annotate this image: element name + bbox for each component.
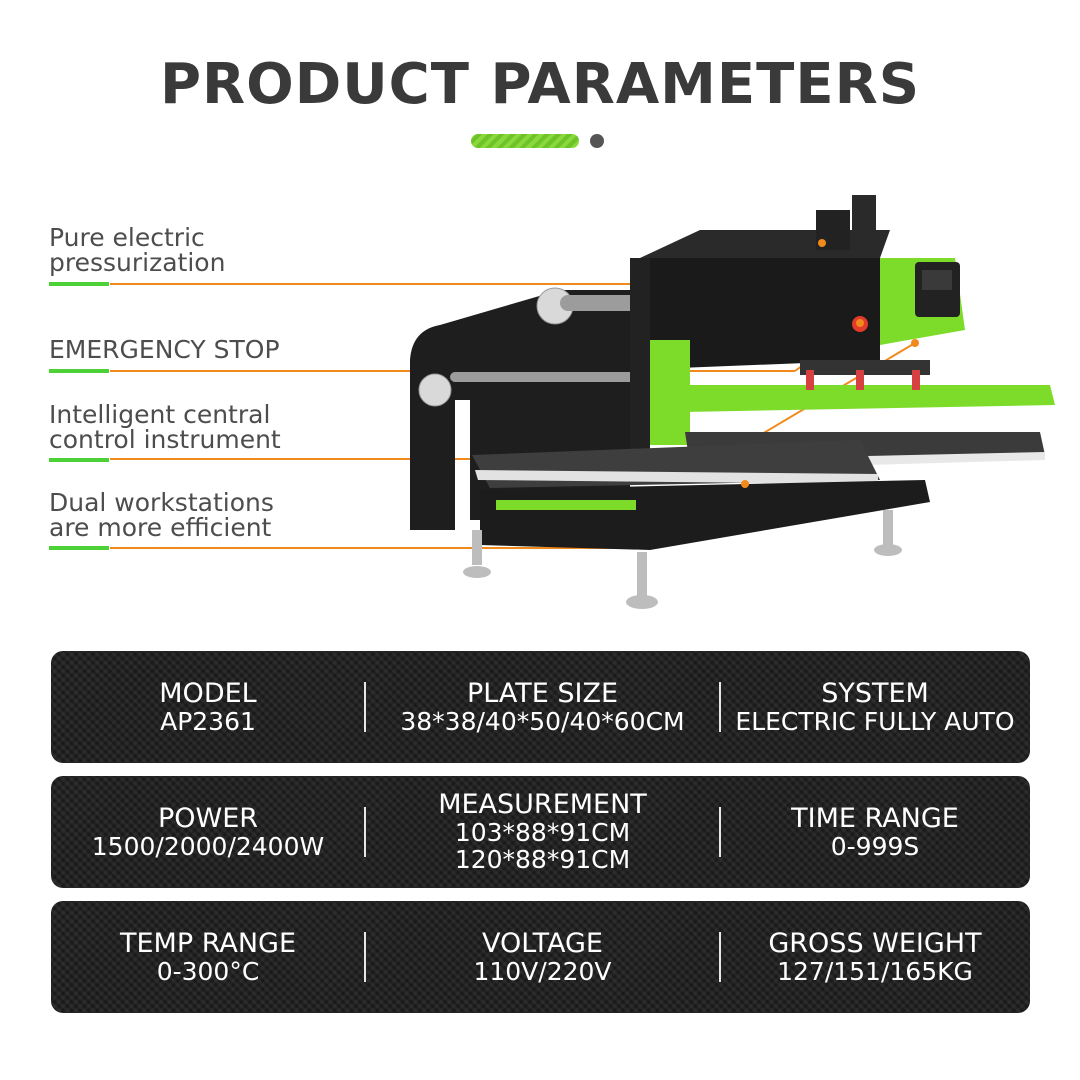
spec-value: 103*88*91CM [454, 818, 631, 847]
feature-underline [49, 546, 109, 550]
spec-power: POWER 1500/2000/2400W [51, 776, 365, 888]
spec-system: SYSTEM ELECTRIC FULLY AUTO [720, 651, 1030, 763]
feature-dual-workstations: Dual workstations are more efficient [49, 490, 274, 540]
spec-value: 0-999S [830, 831, 920, 861]
feature-control-instrument: Intelligent central control instrument [49, 402, 281, 452]
spec-value: 120*88*91CM [454, 845, 631, 874]
spec-value: ELECTRIC FULLY AUTO [735, 706, 1015, 736]
spec-label: SYSTEM [821, 677, 929, 709]
spec-label: MODEL [159, 677, 257, 709]
spec-label: MEASUREMENT [438, 789, 647, 820]
feature-pressurization: Pure electric pressurization [49, 225, 225, 275]
spec-separator [364, 932, 366, 982]
spec-label: VOLTAGE [482, 927, 603, 959]
spec-value: AP2361 [160, 706, 256, 736]
spec-label: TIME RANGE [791, 802, 959, 834]
feature-line: Pure electric [49, 223, 205, 252]
spec-value: 38*38/40*50/40*60CM [400, 706, 685, 736]
feature-line: pressurization [49, 248, 226, 277]
feature-underline [49, 369, 109, 373]
spec-value: 1500/2000/2400W [91, 831, 325, 861]
spec-separator [719, 682, 721, 732]
feature-line: are more efficient [49, 513, 272, 542]
feature-underline [49, 282, 109, 286]
spec-label: GROSS WEIGHT [768, 927, 982, 959]
spec-measurement: MEASUREMENT 103*88*91CM 120*88*91CM [365, 776, 720, 888]
feature-underline [49, 458, 109, 462]
feature-line: EMERGENCY STOP [49, 335, 280, 364]
spec-separator [719, 932, 721, 982]
spec-time-range: TIME RANGE 0-999S [720, 776, 1030, 888]
title-accent-bar [471, 134, 579, 148]
spec-plate-size: PLATE SIZE 38*38/40*50/40*60CM [365, 651, 720, 763]
heat-press-machine-image [110, 195, 1055, 609]
spec-separator [364, 682, 366, 732]
feature-line: Intelligent central [49, 400, 271, 429]
spec-temp-range: TEMP RANGE 0-300°C [51, 901, 365, 1013]
spec-row-3: TEMP RANGE 0-300°C VOLTAGE 110V/220V GRO… [51, 901, 1030, 1013]
page-title: PRODUCT PARAMETERS [159, 52, 921, 117]
spec-separator [719, 807, 721, 857]
spec-separator [364, 807, 366, 857]
title-accent-dot [590, 134, 604, 148]
feature-emergency-stop: EMERGENCY STOP [49, 337, 280, 362]
spec-value: 110V/220V [473, 956, 612, 986]
spec-label: TEMP RANGE [119, 927, 297, 959]
spec-value: 0-300°C [156, 956, 260, 986]
spec-row-1: MODEL AP2361 PLATE SIZE 38*38/40*50/40*6… [51, 651, 1030, 763]
spec-voltage: VOLTAGE 110V/220V [365, 901, 720, 1013]
spec-model: MODEL AP2361 [51, 651, 365, 763]
feature-line: Dual workstations [49, 488, 274, 517]
spec-label: POWER [157, 802, 259, 834]
spec-row-2: POWER 1500/2000/2400W MEASUREMENT 103*88… [51, 776, 1030, 888]
feature-line: control instrument [49, 425, 281, 454]
spec-label: PLATE SIZE [466, 677, 619, 709]
spec-gross-weight: GROSS WEIGHT 127/151/165KG [720, 901, 1030, 1013]
spec-value: 127/151/165KG [777, 956, 973, 986]
